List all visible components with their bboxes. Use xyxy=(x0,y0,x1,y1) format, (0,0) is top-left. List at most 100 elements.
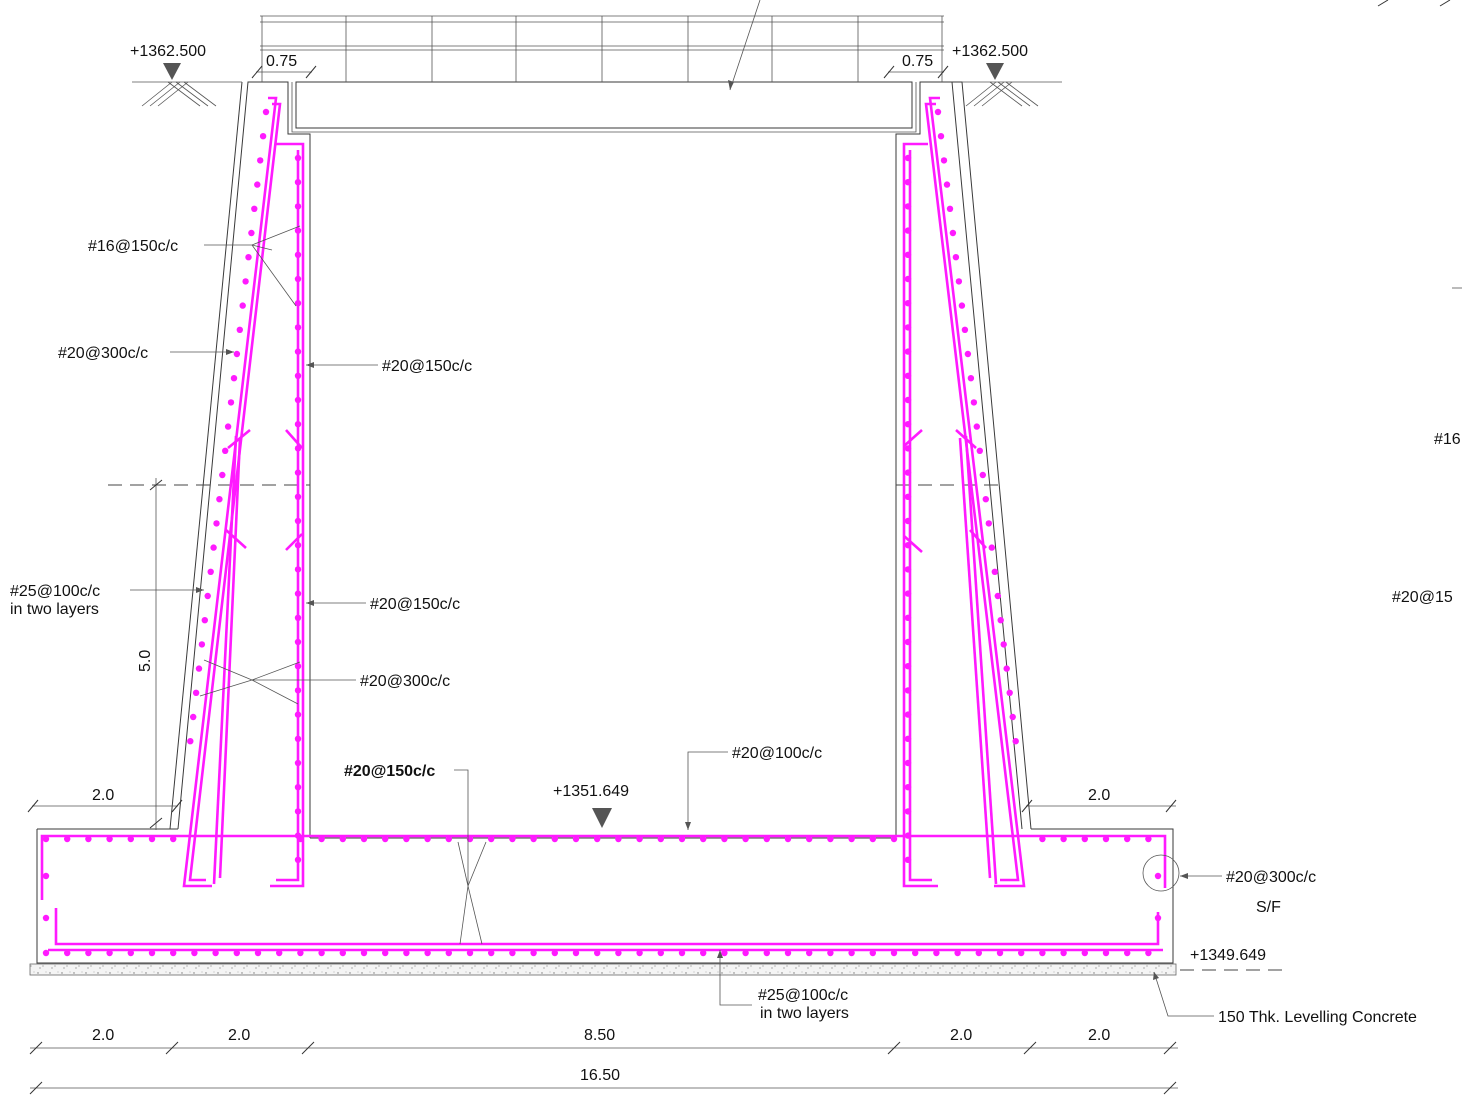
rebar-dot-wall-inner xyxy=(904,179,912,186)
rebar-dot-slab-bottom xyxy=(869,949,876,957)
rebar-dot-wall-outer xyxy=(1006,689,1013,696)
rebar-dot-slab-top xyxy=(721,835,728,843)
callout-20-300-outer: #20@300c/c xyxy=(58,345,148,362)
rebar-dot-slab-top xyxy=(657,835,664,843)
dim-bottom-1: 2.0 xyxy=(92,1027,114,1044)
rebar-dot-slab-bottom xyxy=(1039,949,1046,957)
rebar-dot-slab-bottom xyxy=(445,949,452,957)
rebar-dot-wall-inner xyxy=(904,663,912,670)
rebar-dot-slab-bottom xyxy=(403,949,410,957)
rebar-dot-wall-outer xyxy=(994,592,1001,600)
rebar-dot-wall-inner xyxy=(904,348,912,355)
rebar-dot-wall-inner xyxy=(294,759,302,767)
rebar-dot-slab-bottom xyxy=(1145,949,1152,957)
rebar-dot-wall-outer xyxy=(979,471,986,479)
rebar-dot-wall-outer xyxy=(195,665,203,672)
rebar-dot-slab-bottom xyxy=(954,949,961,957)
rebar-dot-wall-inner xyxy=(294,493,302,500)
rebar-dot-wall-outer xyxy=(233,350,241,358)
rebar-dot-slab-top xyxy=(488,835,495,843)
rebar-dot-wall-inner xyxy=(294,445,302,452)
rebar-dot-slab-bottom xyxy=(233,949,240,957)
rebar-dot-slab-bottom xyxy=(1081,949,1089,957)
rebar-dot-wall-inner xyxy=(904,638,912,646)
rebar-dot-slab-bottom xyxy=(382,949,389,957)
rebar-dot-slab-top xyxy=(784,835,792,843)
rebar-dot-wall-outer xyxy=(213,520,220,527)
rebar-dot-wall-inner xyxy=(294,251,302,258)
rebar-dot-wall-outer xyxy=(257,157,264,164)
rebar-dot-slab-bottom xyxy=(848,949,855,957)
rebar-dot-wall-outer xyxy=(940,157,948,164)
rebar-dot-slab-bottom xyxy=(806,949,813,957)
rebar-dot-slab-bottom xyxy=(148,949,156,957)
rebar-dot-slab-bottom xyxy=(657,949,664,957)
rebar-dot-wall-inner xyxy=(904,808,912,815)
rebar-dot-slab-bottom xyxy=(254,949,262,957)
rebar-dot-wall-outer xyxy=(245,254,252,261)
rebar-dot-slab-top xyxy=(890,835,898,843)
rebar-dot-slab-bottom xyxy=(106,949,113,957)
rebar-dot-wall-inner xyxy=(294,517,302,525)
rebar-dot-wall-outer xyxy=(222,447,229,454)
rebar-dot-slab-top xyxy=(403,835,410,843)
rebar-dot-slab-bottom xyxy=(742,949,749,957)
rebar-dot-wall-outer xyxy=(210,544,217,551)
rebar-dot-wall-outer xyxy=(242,278,249,285)
callout-20-150-lower: #20@150c/c xyxy=(370,596,460,613)
rebar-dot-slab-top xyxy=(1124,835,1131,843)
rebar-dot-slab-top xyxy=(382,835,389,843)
rebar-dot-wall-inner xyxy=(904,421,912,428)
rebar-dot-slab-bottom xyxy=(1124,949,1131,957)
rebar-dot-slab-bottom xyxy=(912,949,919,957)
rebar-dot-slab-bottom xyxy=(975,949,982,957)
dim-bottom-3: 8.50 xyxy=(584,1027,615,1044)
rebar-dot-wall-inner xyxy=(294,179,302,186)
rebar-dot-slab-bottom xyxy=(170,949,177,957)
labels: +1362.500 +1362.500 0.75 0.75 +1351.649 … xyxy=(10,43,1461,1084)
rebar-dot-wall-outer xyxy=(239,302,246,309)
rebar-dot-slab-bottom xyxy=(784,949,792,957)
rebar-dot-wall-inner xyxy=(294,203,302,210)
structure-outline xyxy=(29,0,1177,976)
rebar-dot-wall-outer xyxy=(991,568,998,575)
rebar-dot-slab-bottom xyxy=(488,949,495,957)
rebar-dot-wall-outer xyxy=(1012,738,1019,745)
rebar-dot-wall-outer xyxy=(985,520,992,527)
rebar-dot-slab-bottom xyxy=(1060,949,1067,957)
rebar-dot-slab-bottom xyxy=(700,949,707,957)
rebar-dot-slab-bottom xyxy=(212,949,219,957)
rebar-dot-slab-bottom xyxy=(763,949,770,957)
rebar-dot-wall-outer xyxy=(934,108,942,116)
dimension-lines xyxy=(27,0,1462,1095)
rebar-dot-wall-outer xyxy=(967,375,975,382)
level-top-right: +1362.500 xyxy=(952,43,1028,60)
rebar-dot-wall-inner xyxy=(904,469,912,476)
rebar-dot-wall-outer xyxy=(216,496,223,503)
callout-25-100-slab-sub: in two layers xyxy=(760,1005,849,1022)
rebar-dot-slab-side xyxy=(1154,872,1162,880)
rebar-dot-slab-bottom xyxy=(42,949,50,957)
rebar-dot-wall-outer xyxy=(192,689,200,696)
rebar-dot-wall-outer xyxy=(230,375,238,382)
rebar-dot-slab-bottom xyxy=(424,949,431,957)
rebar-dot-slab-top xyxy=(1060,835,1067,843)
cropped-label-2: #20@15 xyxy=(1392,589,1453,606)
rebar-dot-wall-inner xyxy=(904,275,912,283)
rebar-dot-wall-inner xyxy=(904,542,912,549)
rebar-dot-wall-outer xyxy=(958,302,966,309)
rebar-dot-wall-outer xyxy=(248,229,255,237)
rebar-dot-slab-bottom xyxy=(1018,949,1025,957)
levelling-concrete xyxy=(29,963,1177,976)
rebar-dot-wall-outer xyxy=(937,133,945,140)
rebar-dot-wall-inner xyxy=(904,759,912,767)
rebar-dot-wall-outer xyxy=(251,205,258,212)
rebar-dot-slab-side xyxy=(1154,914,1162,922)
rebar-dot-slab-top xyxy=(636,835,643,843)
rebar-dot-wall-outer xyxy=(1009,713,1016,721)
rebar-dot-wall-outer xyxy=(997,617,1004,624)
rebar-dot-slab-bottom xyxy=(360,949,368,957)
rebar-dot-slab-bottom xyxy=(297,949,304,957)
rebar-dot-slab-top xyxy=(85,835,92,843)
